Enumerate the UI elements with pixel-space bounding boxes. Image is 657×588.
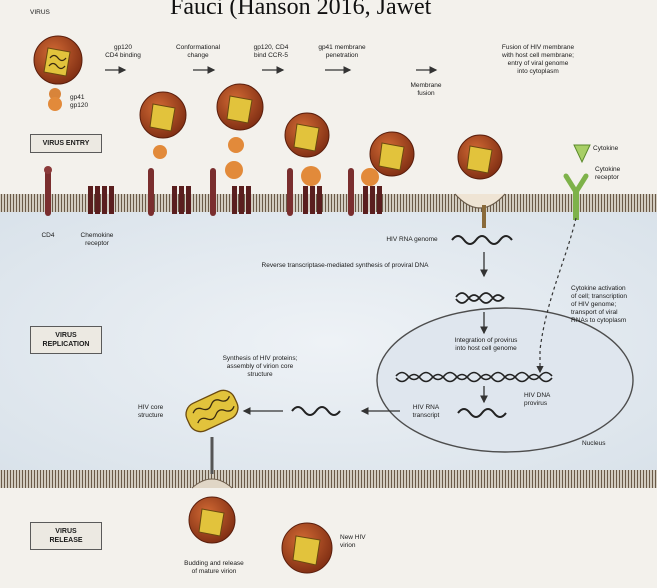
label-integration: Integration of provirus into host cell g… (432, 337, 540, 353)
label-cytokine-receptor: Cytokine receptor (595, 166, 620, 182)
label-gp41-penetration: gp41 membrane penetration (312, 44, 372, 60)
label-cytokine: Cytokine (593, 145, 618, 153)
virus-step-2 (217, 84, 263, 179)
virus-step-4 (361, 132, 414, 186)
label-synthesis: Synthesis of HIV proteins; assembly of v… (206, 355, 314, 379)
virus-step-1 (140, 92, 186, 159)
lower-cell-membrane (0, 470, 657, 488)
virus-fusing (458, 135, 502, 179)
label-hiv-rna-genome: HIV RNA genome (372, 236, 452, 244)
label-chemokine-receptor: Chemokine receptor (72, 232, 122, 248)
label-gp120-cd4-binding: gp120 CD4 binding (98, 44, 148, 60)
budding-virion (189, 497, 235, 543)
cd4-receptor (44, 166, 52, 216)
section-virus-release: VIRUS RELEASE (30, 522, 102, 550)
label-cd4: CD4 (36, 232, 60, 240)
label-budding: Budding and release of mature virion (172, 560, 256, 576)
label-virus: VIRUS (30, 9, 50, 17)
label-cytokine-activation: Cytokine activation of cell; transcripti… (571, 285, 657, 325)
label-hiv-core-structure: HIV core structure (138, 404, 163, 420)
label-conformational-change: Conformational change (168, 44, 228, 60)
label-reverse-transcriptase: Reverse transcriptase-mediated synthesis… (214, 262, 476, 270)
label-hiv-rna-transcript: HIV RNA transcript (404, 404, 448, 420)
section-virus-replication: VIRUS REPLICATION (30, 326, 102, 354)
new-hiv-virion (282, 523, 332, 573)
section-virus-entry: VIRUS ENTRY (30, 134, 102, 153)
label-fusion-of-hiv: Fusion of HIV membrane with host cell me… (484, 44, 592, 76)
label-gp41-gp120: gp41 gp120 (70, 94, 88, 110)
label-gp120-cd4-ccr5: gp120, CD4 bind CCR-5 (244, 44, 298, 60)
label-nucleus: Nucleus (582, 440, 605, 448)
label-membrane-fusion: Membrane fusion (404, 82, 448, 98)
label-new-hiv-virion: New HIV virion (340, 534, 366, 550)
label-hiv-dna-provirus: HIV DNA provirus (524, 392, 550, 408)
